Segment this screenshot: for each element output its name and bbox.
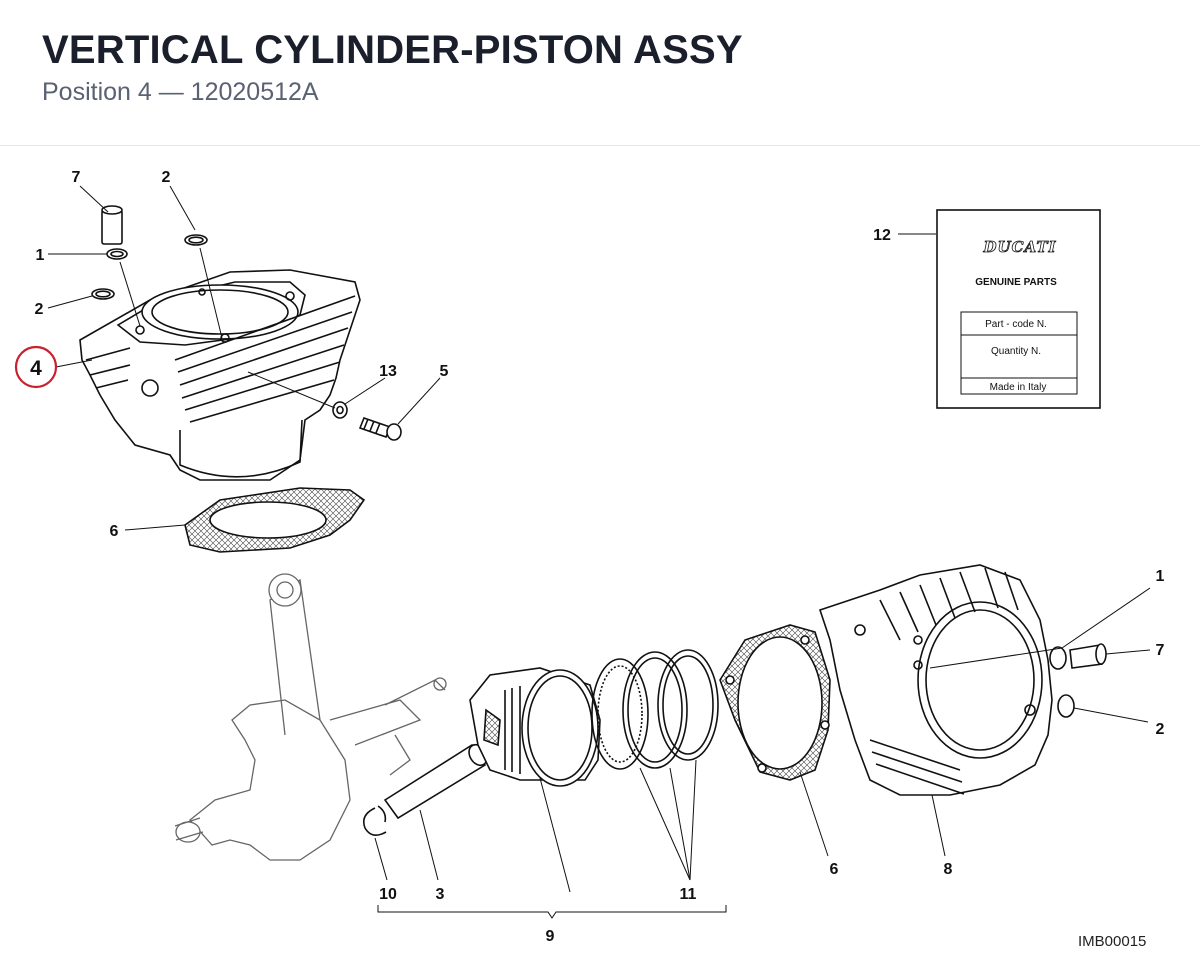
callout-13[interactable]: 13 — [379, 363, 397, 380]
piston-rings-part — [591, 649, 719, 770]
cylinder-body-part — [79, 269, 361, 481]
dowel-part — [1069, 643, 1107, 669]
label-row-made-in: Made in Italy — [990, 382, 1047, 393]
gudgeon-pin-part — [383, 743, 488, 820]
o-ring-part — [106, 248, 128, 260]
callout-1-right[interactable]: 1 — [1156, 568, 1165, 585]
callout-2-right[interactable]: 2 — [1156, 721, 1165, 738]
washer-part — [332, 401, 348, 419]
label-heading: GENUINE PARTS — [975, 277, 1057, 288]
callout-1-left[interactable]: 1 — [36, 247, 45, 264]
callout-12[interactable]: 12 — [873, 227, 891, 244]
drawing-code: IMB00015 — [1078, 933, 1147, 950]
dowel-part — [101, 205, 123, 245]
leader-lines — [47, 185, 936, 531]
lower-assembly-drawing — [174, 564, 1107, 861]
leader-lines-lower — [374, 587, 1151, 919]
o-ring-part — [184, 234, 208, 246]
page-header: VERTICAL CYLINDER-PISTON ASSY Position 4… — [0, 0, 1200, 146]
callout-3[interactable]: 3 — [436, 886, 445, 903]
o-ring-part — [1057, 694, 1075, 718]
callout-7-right[interactable]: 7 — [1156, 642, 1165, 659]
callout-2-left[interactable]: 2 — [35, 301, 44, 318]
screw-part — [358, 416, 402, 441]
page-title: VERTICAL CYLINDER-PISTON ASSY — [42, 28, 743, 72]
circlip-part — [362, 805, 387, 836]
highlight-ring — [14, 345, 58, 389]
base-gasket-part — [184, 487, 366, 553]
upper-cylinder-drawing — [79, 205, 402, 553]
cylinder-part — [818, 564, 1053, 796]
callout-6-upper[interactable]: 6 — [110, 523, 119, 540]
callout-labels: 7 2 1 2 4 13 5 6 12 1 7 2 10 3 11 6 8 9 — [30, 169, 1164, 945]
genuine-parts-label-card: DUCATI GENUINE PARTS Part - code N. Quan… — [936, 209, 1101, 409]
brand-logo-text: DUCATI — [982, 238, 1056, 256]
callout-9[interactable]: 9 — [546, 928, 555, 945]
base-gasket-lower-part — [719, 624, 831, 781]
callout-5[interactable]: 5 — [440, 363, 449, 380]
callout-11[interactable]: 11 — [680, 886, 697, 903]
o-ring-part — [1049, 646, 1067, 670]
callout-4-highlight[interactable]: 4 — [30, 357, 42, 380]
o-ring-part — [91, 288, 115, 300]
callout-6-lower[interactable]: 6 — [830, 861, 839, 878]
callout-2-top[interactable]: 2 — [162, 169, 171, 186]
callout-10[interactable]: 10 — [379, 886, 397, 903]
callout-7-top[interactable]: 7 — [72, 169, 81, 186]
piston-part — [469, 667, 601, 787]
label-row-part-code: Part - code N. — [985, 319, 1047, 330]
page-subtitle: Position 4 — 12020512A — [42, 78, 319, 106]
callout-8[interactable]: 8 — [944, 861, 953, 878]
crankshaft-part — [174, 573, 447, 861]
label-row-quantity: Quantity N. — [991, 346, 1041, 357]
